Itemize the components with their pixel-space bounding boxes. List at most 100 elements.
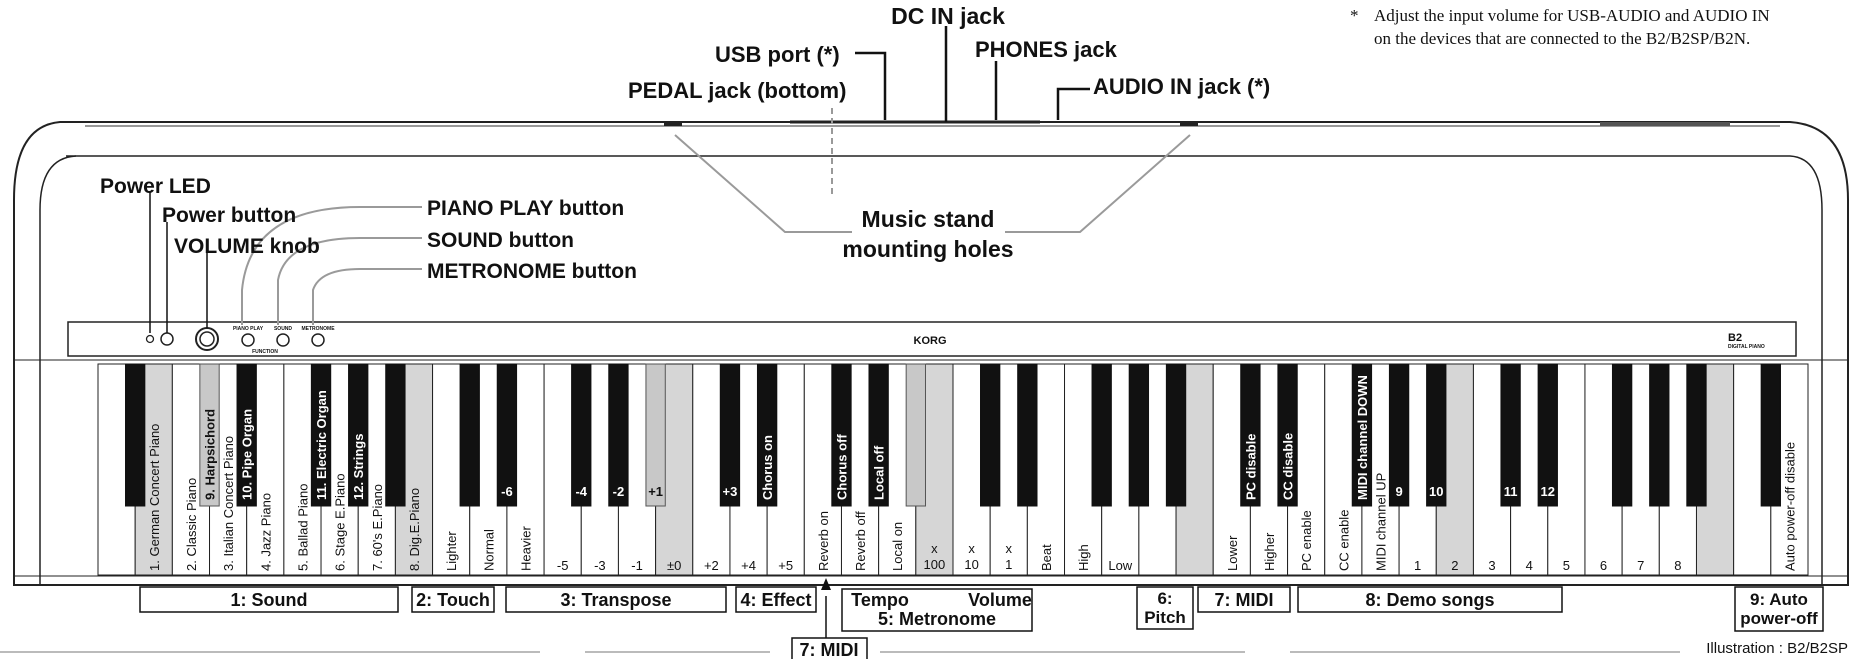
label-pedal-jack: PEDAL jack (bottom) bbox=[628, 78, 846, 103]
power-led bbox=[145, 334, 155, 344]
note-line1: Adjust the input volume for USB-AUDIO an… bbox=[1374, 6, 1770, 25]
korg-logo: KORG bbox=[914, 335, 947, 347]
black-key bbox=[1017, 363, 1038, 507]
black-key bbox=[236, 363, 257, 507]
black-key bbox=[756, 363, 778, 507]
white-key-label: Beat bbox=[1039, 544, 1054, 571]
white-key-label: -1 bbox=[631, 558, 643, 573]
control-panel bbox=[67, 321, 1797, 357]
left-labels: Power LED Power button VOLUME knob PIANO… bbox=[100, 175, 637, 283]
sound-button[interactable] bbox=[276, 333, 290, 347]
white-key-label: Local on bbox=[890, 522, 905, 571]
black-key-label: -6 bbox=[501, 484, 513, 499]
black-key-label: Chorus on bbox=[760, 435, 775, 500]
white-key-label: PC enable bbox=[1299, 510, 1314, 571]
white-key-label: 6 bbox=[1600, 558, 1607, 573]
illustration-caption: Illustration : B2/B2SP bbox=[1706, 640, 1848, 657]
black-key-label: +3 bbox=[723, 484, 738, 499]
black-key bbox=[1500, 363, 1521, 507]
leader-lines-black bbox=[149, 26, 1090, 640]
section-tempo: Tempo bbox=[851, 590, 909, 610]
black-key bbox=[1351, 363, 1373, 507]
black-key bbox=[1128, 363, 1150, 507]
white-key-label: Heavier bbox=[519, 526, 534, 571]
label-piano-play-button: PIANO PLAY button bbox=[427, 197, 624, 220]
panel-label-sound: SOUND bbox=[274, 326, 292, 332]
white-key-label: 5. Ballad Piano bbox=[295, 484, 310, 571]
piano-play-button[interactable] bbox=[241, 333, 255, 347]
black-key-label: PC disable bbox=[1243, 434, 1258, 500]
section-midi: 7: MIDI bbox=[1214, 590, 1273, 610]
white-key-label: 8 bbox=[1674, 558, 1681, 573]
panel-controls: PIANO PLAY SOUND METRONOME FUNCTION KORG… bbox=[145, 326, 1765, 355]
white-key-label: -3 bbox=[594, 558, 606, 573]
label-sound-button: SOUND button bbox=[427, 229, 574, 252]
label-metronome-button: METRONOME button bbox=[427, 260, 637, 283]
black-key-label: 12. Strings bbox=[351, 434, 366, 500]
white-key-label: 6. Stage E.Piano bbox=[333, 473, 348, 571]
section-power-off: power-off bbox=[1740, 609, 1818, 628]
black-key bbox=[645, 363, 666, 507]
section-metronome: 5: Metronome bbox=[878, 609, 996, 629]
label-power-led: Power LED bbox=[100, 175, 211, 198]
leader-lines-gray bbox=[241, 108, 1191, 325]
piano-body bbox=[13, 120, 1849, 586]
note-line2: on the devices that are connected to the… bbox=[1374, 29, 1750, 48]
white-key-label: Normal bbox=[481, 529, 496, 571]
black-key bbox=[868, 363, 889, 507]
black-key bbox=[385, 363, 406, 507]
black-key bbox=[1611, 363, 1633, 507]
label-phones-jack: PHONES jack bbox=[975, 37, 1118, 62]
black-key bbox=[571, 363, 592, 507]
white-key-label: Lower bbox=[1225, 535, 1240, 571]
panel-label-metronome: METRONOME bbox=[301, 326, 335, 332]
black-key-label: -4 bbox=[575, 484, 587, 499]
music-stand-hole-right bbox=[1180, 121, 1198, 126]
white-key-label: +5 bbox=[778, 558, 793, 573]
black-key bbox=[125, 363, 146, 507]
label-usb-port: USB port (*) bbox=[715, 42, 840, 67]
section-volume: Volume bbox=[968, 590, 1032, 610]
white-key-label: +4 bbox=[741, 558, 756, 573]
white-key-label: Auto power-off disable bbox=[1782, 442, 1797, 571]
section-demo-songs: 8: Demo songs bbox=[1365, 590, 1494, 610]
white-key-label: 4. Jazz Piano bbox=[258, 493, 273, 571]
label-dc-in-jack: DC IN jack bbox=[891, 3, 1005, 29]
black-key-label: Chorus off bbox=[834, 434, 849, 500]
section-touch: 2: Touch bbox=[416, 590, 490, 610]
black-key-label: MIDI channel DOWN bbox=[1355, 375, 1370, 500]
label-power-button: Power button bbox=[162, 204, 296, 227]
white-key-label: 2. Classic Piano bbox=[184, 478, 199, 571]
white-key-label: Reverb off bbox=[853, 511, 868, 571]
black-key bbox=[608, 363, 629, 507]
power-button[interactable] bbox=[160, 332, 174, 346]
section-auto: 9: Auto bbox=[1750, 590, 1808, 609]
section-sound: 1: Sound bbox=[231, 590, 308, 610]
black-key bbox=[1426, 363, 1447, 507]
white-key-label: ±0 bbox=[667, 558, 681, 573]
white-key-label: MIDI channel UP bbox=[1374, 473, 1389, 571]
metronome-button[interactable] bbox=[311, 333, 325, 347]
white-key-label: Lighter bbox=[444, 531, 459, 571]
note: * Adjust the input volume for USB-AUDIO … bbox=[1350, 6, 1770, 48]
black-key bbox=[905, 363, 926, 507]
black-key bbox=[348, 363, 369, 507]
white-key-label: 1 bbox=[1414, 558, 1421, 573]
black-key-label: Local off bbox=[872, 445, 887, 500]
white-key-label: CC enable bbox=[1336, 510, 1351, 571]
black-key bbox=[719, 363, 741, 507]
black-key-label: 9. Harpsichord bbox=[203, 409, 218, 500]
label-mounting-holes: mounting holes bbox=[842, 236, 1013, 262]
black-key bbox=[1649, 363, 1670, 507]
white-key-label: -5 bbox=[557, 558, 569, 573]
black-key-label: CC disable bbox=[1281, 433, 1296, 500]
white-key-label: Higher bbox=[1262, 532, 1277, 571]
section-pitch-num: 6: bbox=[1157, 589, 1172, 608]
white-key-label: Reverb on bbox=[816, 511, 831, 571]
black-key bbox=[831, 363, 852, 507]
label-volume-knob: VOLUME knob bbox=[174, 235, 320, 258]
white-key-label: 2 bbox=[1451, 558, 1458, 573]
